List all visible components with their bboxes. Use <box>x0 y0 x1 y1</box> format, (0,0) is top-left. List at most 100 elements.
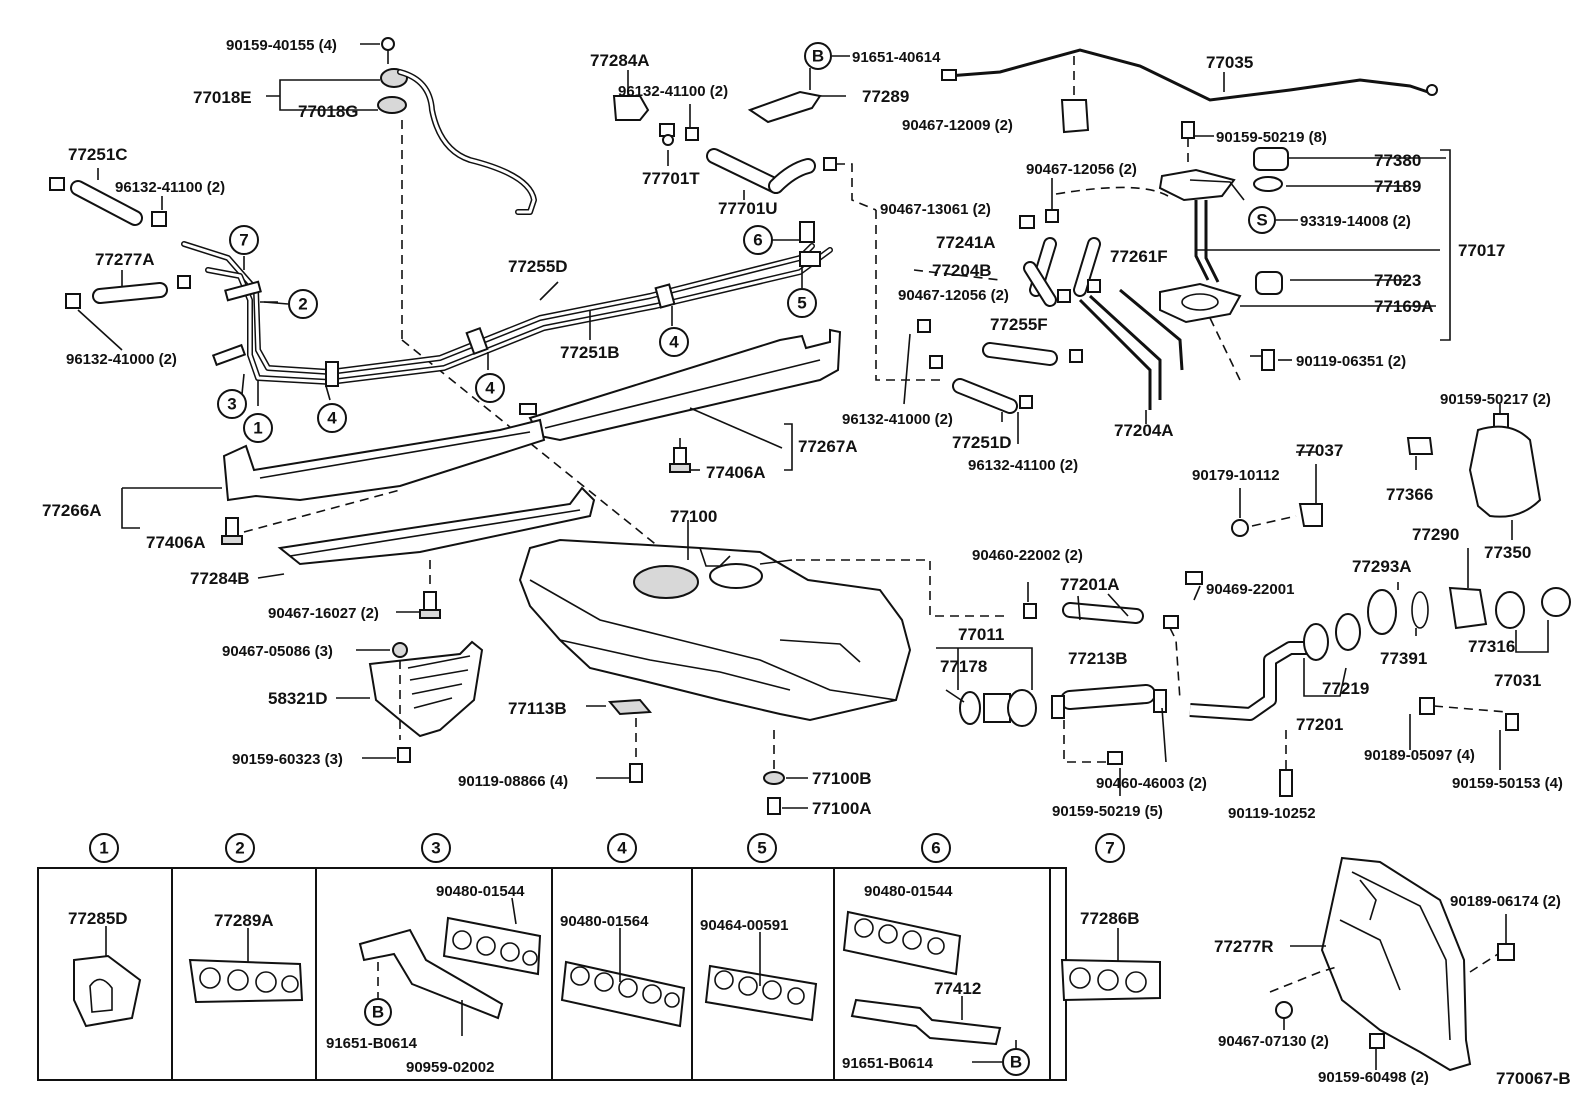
label-91651-40614: 91651-40614 <box>852 49 941 66</box>
label-77113B: 77113B <box>508 699 567 718</box>
svg-text:4: 4 <box>327 409 337 428</box>
vent-pipe-assembly <box>266 37 701 581</box>
bracket-77412 <box>850 998 1002 1046</box>
label-77391: 77391 <box>1380 649 1427 668</box>
label-77277R: 77277R <box>1214 937 1274 956</box>
label-77100A: 77100A <box>812 799 872 818</box>
cable-77035 <box>941 48 1438 134</box>
fender-liner-77277R <box>1269 856 1515 1072</box>
label-77266A: 77266A <box>42 501 102 520</box>
inset-callout-B-6: B <box>1002 1048 1030 1076</box>
callout-3: 3 <box>217 389 247 419</box>
label-90467-05086: 90467-05086 (3) <box>222 643 333 660</box>
label-77255D: 77255D <box>508 257 568 276</box>
label-90159-60498: 90159-60498 (2) <box>1318 1069 1429 1086</box>
label-90159-40155: 90159-40155 (4) <box>226 37 337 54</box>
label-77316: 77316 <box>1468 637 1515 656</box>
label-90119-08866: 90119-08866 (4) <box>458 773 568 790</box>
label-90469-22001: 90469-22001 <box>1206 581 1294 598</box>
pump-hose-group <box>875 178 1184 444</box>
canister-valve-group <box>612 68 877 211</box>
svg-text:4: 4 <box>617 839 627 858</box>
label-77277A: 77277A <box>95 250 155 269</box>
svg-text:S: S <box>1256 211 1267 230</box>
inset-label-91651-B0614-b: 91651-B0614 <box>842 1055 934 1072</box>
inset-header-5: 5 <box>747 833 777 863</box>
label-77037: 77037 <box>1296 441 1343 460</box>
label-90159-50219-5: 90159-50219 (5) <box>1052 803 1163 820</box>
callout-1: 1 <box>243 413 273 443</box>
clamp-77289A <box>188 958 304 1004</box>
clamp-77285D <box>73 954 142 1028</box>
label-77251B: 77251B <box>560 343 620 362</box>
svg-text:5: 5 <box>757 839 766 858</box>
label-77100B: 77100B <box>812 769 872 788</box>
label-90119-06351: 90119-06351 (2) <box>1296 353 1406 370</box>
inset-label-90959-02002: 90959-02002 <box>406 1059 494 1076</box>
label-90460-22002: 90460-22002 (2) <box>972 547 1083 564</box>
label-90189-06174: 90189-06174 (2) <box>1450 893 1561 910</box>
svg-text:6: 6 <box>753 231 762 250</box>
label-77035: 77035 <box>1206 53 1253 72</box>
label-90467-13061: 90467-13061 (2) <box>880 201 991 218</box>
clamp-90467-12009 <box>1060 99 1090 134</box>
pump-opening <box>633 565 699 599</box>
inset-header-6: 6 <box>921 833 951 863</box>
clamp-90480-01544-b <box>842 910 962 976</box>
label-77290: 77290 <box>1412 525 1459 544</box>
left-hose-group <box>49 168 191 351</box>
label-77289: 77289 <box>862 87 909 106</box>
label-77293A: 77293A <box>1352 557 1412 576</box>
label-77350: 77350 <box>1484 543 1531 562</box>
label-77018E: 77018E <box>193 88 252 107</box>
label-90159-60323: 90159-60323 (3) <box>232 751 343 768</box>
bracket-90959-02002 <box>358 928 504 1020</box>
label-77201A: 77201A <box>1060 575 1120 594</box>
label-77169A: 77169A <box>1374 297 1434 316</box>
svg-text:3: 3 <box>431 839 440 858</box>
fuel-tank-77100 <box>518 520 1010 815</box>
label-96132-41000-a: 96132-41000 (2) <box>66 351 177 368</box>
svg-text:2: 2 <box>235 839 244 858</box>
opener-77037 <box>1298 503 1323 527</box>
label-96132-41000-b: 96132-41000 (2) <box>842 411 953 428</box>
callout-4b: 4 <box>475 373 505 403</box>
bracket-77284B <box>277 486 596 566</box>
label-90119-10252: 90119-10252 <box>1228 805 1316 822</box>
inset-header-2: 2 <box>225 833 255 863</box>
inset-label-77286B: 77286B <box>1080 909 1140 928</box>
inset-label-91651-B0614-a: 91651-B0614 <box>326 1035 418 1052</box>
label-77380: 77380 <box>1374 151 1421 170</box>
label-90189-05097: 90189-05097 (4) <box>1364 747 1475 764</box>
pad-77113B <box>607 698 653 716</box>
label-77241A: 77241A <box>936 233 996 252</box>
svg-text:B: B <box>1010 1053 1022 1072</box>
inset-callout-B-3: B <box>364 998 392 1026</box>
label-90159-50217: 90159-50217 (2) <box>1440 391 1551 408</box>
label-77366: 77366 <box>1386 485 1433 504</box>
sender-gauge <box>1158 168 1236 202</box>
svg-text:B: B <box>812 47 824 66</box>
bracket-77290 <box>1448 586 1488 630</box>
callout-2: 2 <box>288 289 318 319</box>
label-77219: 77219 <box>1322 679 1369 698</box>
inset-label-77285D: 77285D <box>68 909 128 928</box>
clamp-90480-01544-a <box>442 916 542 976</box>
inset-label-90480-01564: 90480-01564 <box>560 913 649 930</box>
bracket-77266A <box>222 418 546 502</box>
label-77213B: 77213B <box>1068 649 1128 668</box>
callout-5: 5 <box>787 288 817 318</box>
svg-text:7: 7 <box>239 231 248 250</box>
label-77261F: 77261F <box>1110 247 1168 266</box>
clamp-90464-00591 <box>704 964 818 1022</box>
callout-4c: 4 <box>659 327 689 357</box>
filler-neck-group <box>936 548 1571 797</box>
label-90159-50153: 90159-50153 (4) <box>1452 775 1563 792</box>
callout-6: 6 <box>743 225 773 255</box>
fuel-door-77350 <box>1468 425 1542 518</box>
svg-text:7: 7 <box>1105 839 1114 858</box>
label-77178: 77178 <box>940 657 987 676</box>
label-77701T: 77701T <box>642 169 700 188</box>
hinge-77366 <box>1406 437 1434 455</box>
